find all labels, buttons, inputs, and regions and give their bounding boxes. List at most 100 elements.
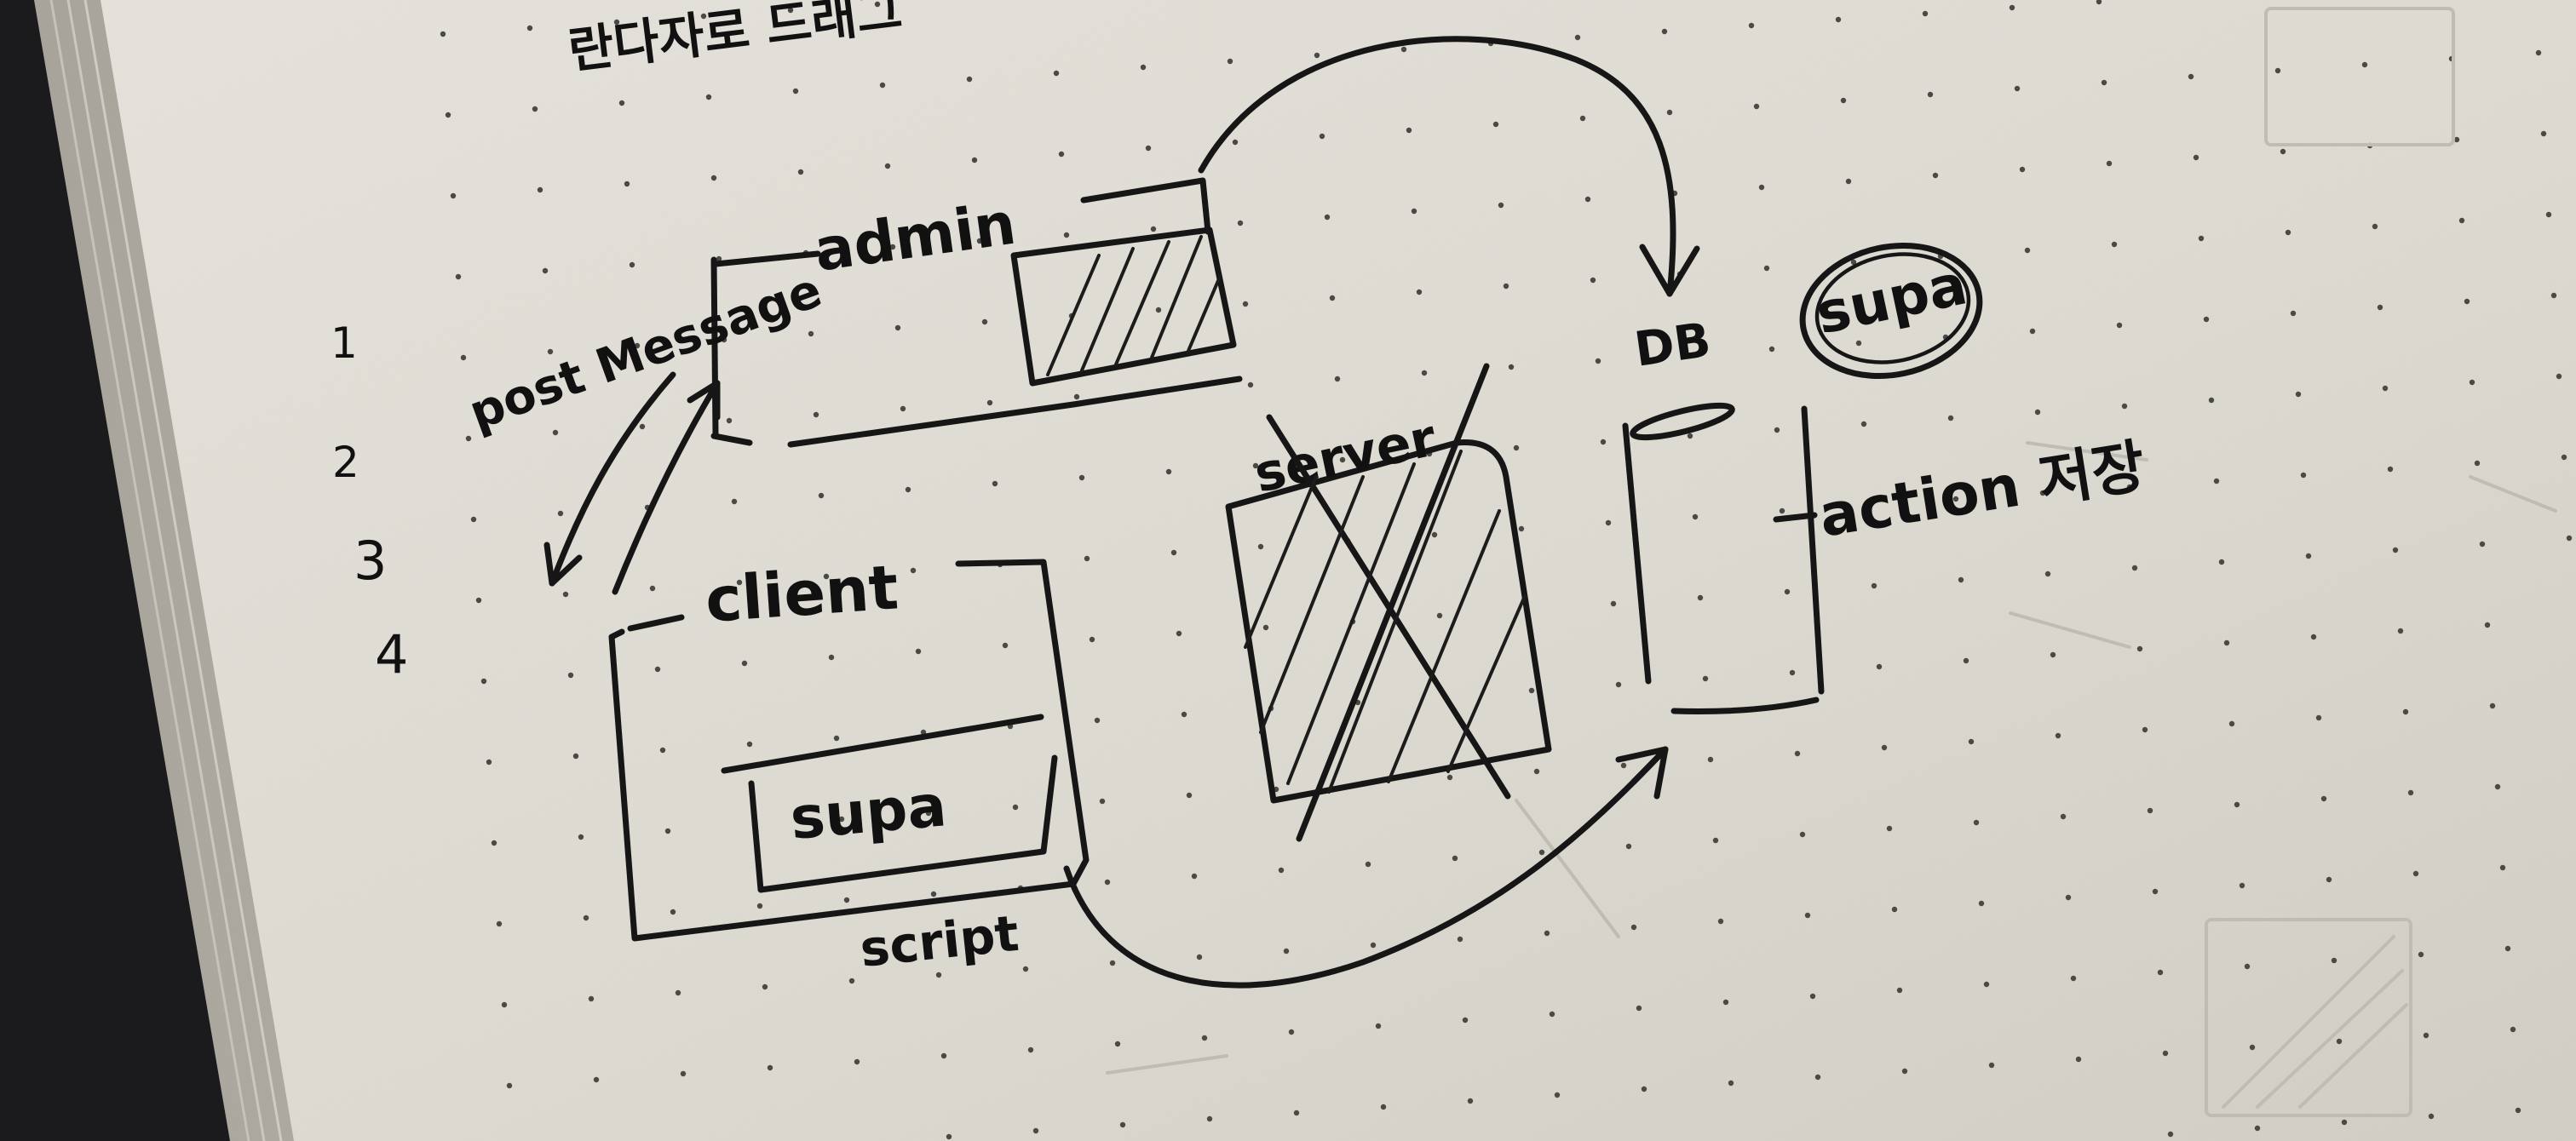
grid-dot [1452,855,1458,862]
dot-grid [440,0,2573,1140]
grid-dot [1835,16,1842,23]
grid-dot [1860,421,1867,427]
grid-dot [1600,439,1607,445]
grid-dot [1140,64,1147,71]
grid-dot [552,429,559,436]
grid-dot [1436,612,1443,619]
grid-dot [1099,798,1106,805]
grid-dot [670,909,676,915]
grid-dot [1968,738,1975,745]
grid-dot [1114,1041,1121,1047]
grid-dot [966,76,973,83]
grid-dot [2499,864,2506,871]
grid-dot [1881,744,1888,751]
grid-dot [1032,1127,1039,1134]
grid-dot [1324,214,1331,221]
grid-dot [1492,121,1499,128]
grid-dot [634,342,641,349]
grid-dot [1595,358,1601,364]
grid-dot [1855,340,1862,347]
arrow-admin-to-db [1198,36,1700,297]
grid-dot [1845,178,1852,185]
grid-dot [2545,211,2552,218]
admin-hatched-panel [1010,177,1237,387]
grid-dot [1416,289,1423,295]
grid-dot [496,920,503,927]
grid-dot [787,7,794,14]
grid-dot [2412,870,2419,877]
grid-dot [2361,61,2368,68]
grid-dot [2131,565,2138,571]
grid-dot [532,106,538,112]
grid-dot [1462,1017,1469,1023]
grid-dot [1748,22,1755,29]
grid-dot [2014,85,2021,92]
grid-dot [1666,109,1673,116]
grid-dot [526,25,533,32]
grid-dot [843,897,850,903]
grid-dot [2157,969,2164,976]
grid-dot [2152,888,2159,895]
grid-dot [1722,999,1729,1006]
grid-dot [838,816,845,823]
grid-dot [2556,373,2562,380]
grid-dot [915,648,922,655]
grid-dot [1232,139,1239,146]
grid-dot [1641,1086,1647,1092]
grid-dot [2515,1107,2521,1114]
grid-dot [1078,474,1085,481]
grid-dot [716,255,722,262]
grid-dot [2101,79,2107,86]
grid-dot [1579,115,1586,122]
grid-dot [2116,322,2123,329]
grid-dot [1574,34,1581,41]
grid-dot [905,486,911,493]
grid-dot [470,516,477,523]
step-number-4: 4 [375,623,408,685]
grid-dot [1508,364,1515,370]
grid-dot [2479,541,2486,548]
grid-dot [2249,1044,2256,1051]
grid-dot [2228,720,2235,727]
grid-dot [542,267,549,274]
grid-dot [1774,427,1780,433]
grid-dot [2126,484,2133,490]
grid-dot [1084,555,1090,562]
grid-dot [2474,460,2481,467]
grid-dot [1927,91,1934,98]
grid-dot [2326,876,2332,883]
grid-dot [2234,801,2240,808]
grid-dot [2147,807,2153,814]
grid-dot [1728,1080,1734,1087]
grid-dot [848,978,855,984]
grid-dot [2423,1032,2429,1039]
grid-dot [700,13,707,20]
client-label: client [703,551,900,636]
grid-dot [624,181,630,187]
client-supa-label: supa [788,772,950,853]
grid-dot [572,753,579,760]
grid-dot [1932,172,1939,179]
grid-dot [1022,966,1029,972]
grid-dot [1094,717,1101,724]
grid-dot [1636,1005,1642,1012]
grid-dot [854,1058,860,1065]
grid-dot [721,336,727,343]
grid-dot [1549,1011,1555,1018]
grid-dot [2382,385,2389,392]
grid-dot [1973,819,1980,826]
grid-dot [710,175,717,181]
bleed-through-marks [1106,7,2557,1117]
grid-dot [2331,957,2337,964]
grid-dot [1283,948,1290,955]
grid-dot [2305,553,2312,559]
grid-dot [2223,639,2230,646]
grid-dot [935,972,942,978]
grid-dot [879,82,886,89]
grid-dot [2494,783,2501,790]
grid-dot [1799,831,1806,838]
grid-dot [1400,46,1407,53]
grid-dot [1334,376,1341,382]
grid-dot [629,261,635,268]
grid-dot [792,88,799,95]
